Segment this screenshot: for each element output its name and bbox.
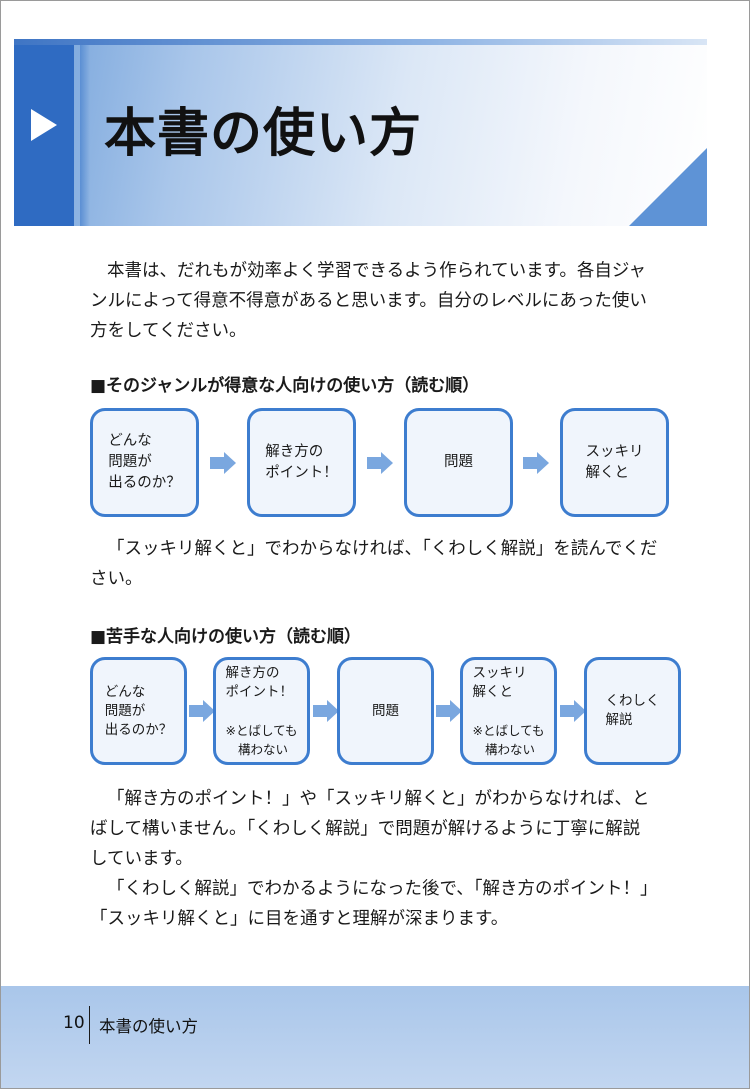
- flow-step-box: くわしく 解説: [584, 657, 681, 765]
- flow-step-label: 解き方の ポイント！: [265, 443, 338, 481]
- page-number: 10: [63, 1013, 85, 1033]
- flow-step-box: どんな 問題が 出るのか？: [90, 657, 187, 765]
- flow-step-box: どんな 問題が 出るのか？: [90, 408, 199, 517]
- intro-line: 方をしてください。: [90, 321, 247, 341]
- flow-step-label: 問題: [372, 702, 399, 719]
- beginner-note: 「解き方のポイント！」や「スッキリ解くと」がわからなければ、と ばして構いません…: [90, 784, 700, 934]
- footer-divider: [89, 1006, 90, 1044]
- flow-step-box: 解き方の ポイント！ ※とばしても 構わない: [213, 657, 310, 765]
- flow-step-box: スッキリ 解くと ※とばしても 構わない: [460, 657, 557, 765]
- flow-step-label: スッキリ 解くと: [585, 443, 644, 481]
- flow-step-label: どんな 問題が 出るのか？: [108, 433, 181, 491]
- running-title: 本書の使い方: [99, 1017, 198, 1036]
- header-corner-triangle: [629, 148, 707, 226]
- header-accent-bar: [14, 45, 74, 226]
- page-footer: 10 本書の使い方: [1, 986, 749, 1088]
- note-line: しています。: [90, 849, 193, 869]
- intro-line: 本書は、だれもが効率よく学習できるよう作られています。各自ジャ: [107, 261, 646, 281]
- intro-line: ンルによって得意不得意があると思います。自分のレベルにあった使い: [90, 291, 647, 311]
- flow-step-label: 問題: [444, 454, 473, 470]
- intro-paragraph: 本書は、だれもが効率よく学習できるよう作られています。各自ジャ ンルによって得意…: [90, 256, 700, 346]
- flow-step-label: どんな 問題が 出るのか？: [104, 683, 173, 738]
- flow-step-box: 問題: [404, 408, 513, 517]
- section-heading-advanced: ■そのジャンルが得意な人向けの使い方（読む順）: [90, 376, 480, 396]
- play-triangle-icon: [31, 109, 57, 141]
- header-top-rule: [14, 39, 707, 45]
- note-line: 「くわしく解説」でわかるようになった後で、「解き方のポイント！」: [107, 879, 658, 899]
- chapter-header: 本書の使い方: [14, 39, 707, 226]
- flow-step-note: ※とばしても 構わない: [225, 722, 298, 757]
- flow-step-box: 問題: [337, 657, 434, 765]
- header-divider: [80, 45, 90, 226]
- advanced-note: 「スッキリ解くと」でわからなければ、「くわしく解説」を読んでくだ さい。: [90, 534, 700, 594]
- flow-step-label: くわしく 解説: [605, 693, 660, 728]
- section-heading-beginner: ■苦手な人向けの使い方（読む順）: [90, 627, 362, 647]
- page-title: 本書の使い方: [104, 104, 423, 164]
- flow-step-box: スッキリ 解くと: [560, 408, 669, 517]
- flow-step-box: 解き方の ポイント！: [247, 408, 356, 517]
- note-line: 「解き方のポイント！」や「スッキリ解くと」がわからなければ、と: [107, 789, 650, 809]
- note-line: ばして構いません。「くわしく解説」で問題が解けるように丁寧に解説: [90, 819, 641, 839]
- note-line: 「スッキリ解くと」に目を通すと理解が深まります。: [90, 909, 509, 929]
- note-line: さい。: [90, 569, 143, 589]
- flow-step-label: スッキリ 解くと: [472, 664, 527, 700]
- flow-step-label: 解き方の ポイント！: [225, 664, 294, 700]
- flow-step-note: ※とばしても 構わない: [472, 722, 545, 757]
- note-line: 「スッキリ解くと」でわからなければ、「くわしく解説」を読んでくだ: [107, 539, 658, 559]
